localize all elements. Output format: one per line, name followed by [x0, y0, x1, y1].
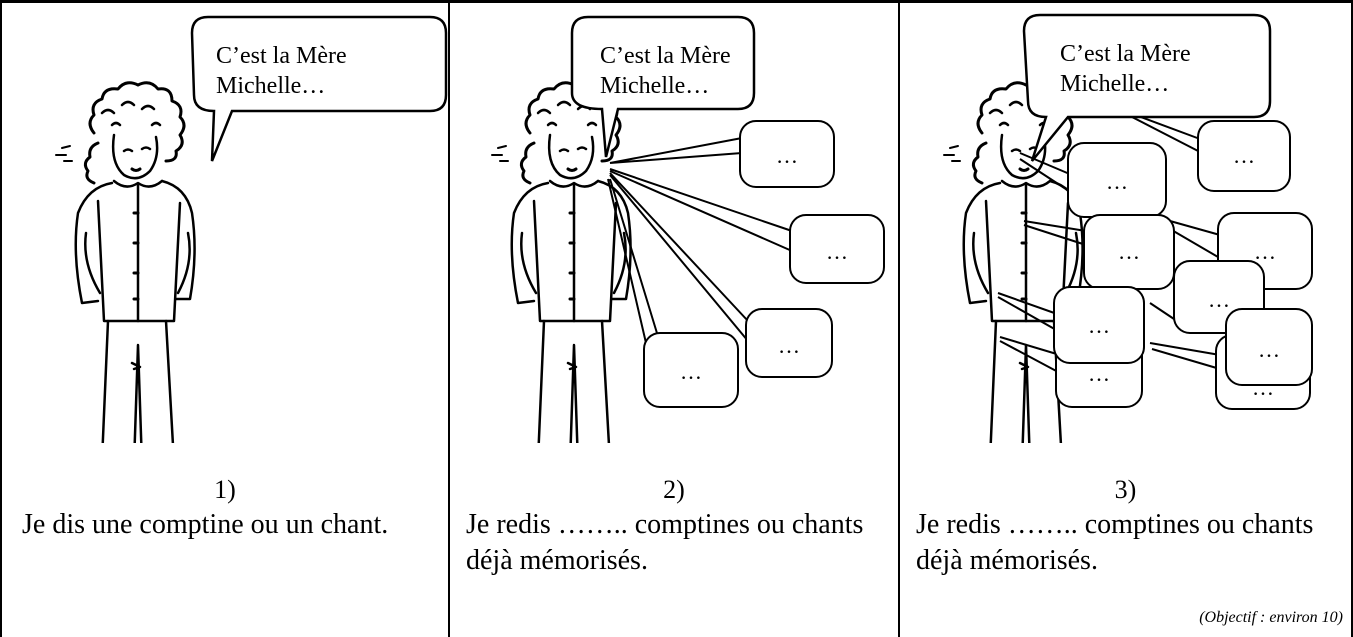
bubble-text: C’est la Mère Michelle… — [216, 43, 347, 99]
bubble-dots: … — [776, 143, 798, 168]
small-bubble — [739, 120, 835, 188]
bubble-dots: … — [1088, 361, 1110, 386]
bubble-text: C’est la Mère Michelle… — [1060, 41, 1191, 97]
panel-2: C’est la Mère Michelle… … … … … 2) Je re… — [450, 3, 898, 637]
bubble-dots: … — [1106, 169, 1128, 194]
small-bubble — [745, 308, 833, 378]
bubble-dots: … — [680, 359, 702, 384]
small-bubble — [643, 332, 739, 408]
panel-1: C’est la Mère Michelle… 1) Je dis une co… — [2, 3, 448, 637]
speech-bubble — [570, 15, 756, 158]
panel-number: 1) — [214, 475, 236, 504]
bubble-dots: … — [1252, 375, 1274, 400]
panel-caption: Je dis une comptine ou un chant. — [22, 509, 389, 540]
bubble-dots: … — [1233, 143, 1255, 168]
bubble-dots: … — [1118, 239, 1140, 264]
speech-bubble — [1022, 13, 1272, 162]
bubble-dots: … — [1258, 337, 1280, 362]
panel-1-illustration — [54, 15, 448, 443]
girl-drawing — [54, 81, 197, 443]
small-bubble — [1197, 120, 1291, 192]
small-bubble — [789, 214, 885, 284]
small-bubble — [1053, 286, 1145, 364]
panel-divider — [448, 0, 450, 637]
small-bubble — [1225, 308, 1313, 386]
bubble-dots: … — [826, 239, 848, 264]
bubble-dots: … — [778, 333, 800, 358]
panel-number: 2) — [663, 475, 685, 504]
bubble-dots: … — [1088, 313, 1110, 338]
bubble-text: C’est la Mère Michelle… — [600, 43, 731, 99]
panel-3: C’est la Mère Michelle… … … … … … … … … … — [900, 3, 1351, 637]
panel-caption: Je redis …….. comptines ou chants déjà m… — [916, 509, 1314, 576]
objective-note: (Objectif : environ 10) — [1199, 609, 1343, 626]
panel-number: 3) — [1114, 475, 1137, 504]
bubble-dots: … — [1254, 239, 1276, 264]
panel-3-illustration — [942, 13, 1313, 443]
panel-divider — [898, 0, 900, 637]
bubble-dots: … — [1208, 287, 1230, 312]
panel-caption: Je redis …….. comptines ou chants déjà m… — [466, 509, 864, 576]
speech-bubble — [190, 15, 448, 162]
panel-2-illustration — [490, 15, 885, 443]
